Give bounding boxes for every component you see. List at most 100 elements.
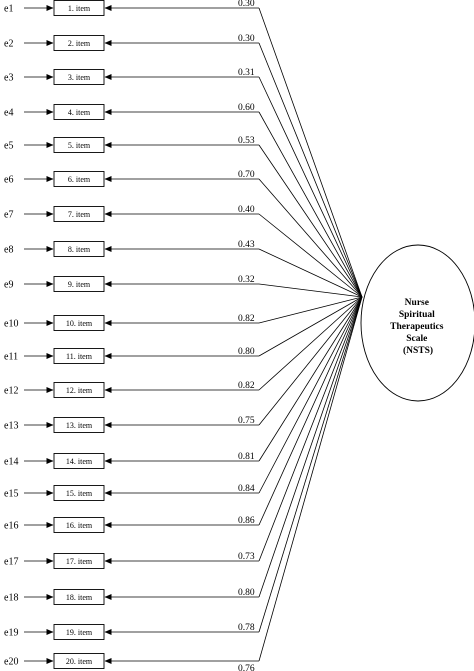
loading-value: 0.70 [238, 170, 255, 180]
loading-value: 0.80 [238, 588, 255, 598]
item-box [53, 171, 105, 187]
item-box [53, 553, 105, 569]
loading-path [258, 213, 363, 298]
item-label: 19. item [66, 628, 93, 637]
error-term-label: e15 [4, 489, 18, 500]
factor-label: Nurse Spiritual Therapeutics Scale (NSTS… [390, 298, 446, 356]
item-box [53, 137, 105, 153]
error-term-label: e2 [4, 39, 13, 50]
loading-path [258, 296, 363, 662]
loading-value: 0.32 [238, 275, 255, 285]
item-label: 17. item [66, 557, 93, 566]
loading-path [258, 296, 363, 562]
loading-value: 0.81 [238, 452, 255, 462]
item-box [53, 315, 105, 331]
loading-value: 0.76 [238, 664, 255, 671]
item-box [53, 624, 105, 640]
error-term-label: e6 [4, 175, 13, 186]
error-term-label: e13 [4, 421, 18, 432]
loading-path [258, 296, 363, 633]
loading-path [258, 248, 363, 298]
loading-value: 0.31 [238, 68, 255, 78]
loading-path [258, 296, 363, 357]
error-term-label: e16 [4, 521, 18, 532]
item-box [53, 104, 105, 120]
factor-label-line-2: Spiritual [399, 310, 435, 320]
item-label: 14. item [66, 457, 93, 466]
error-term-label: e7 [4, 210, 13, 221]
loading-path [258, 76, 363, 298]
item-label: 6. item [68, 175, 91, 184]
item-label: 2. item [68, 39, 91, 48]
item-label: 5. item [68, 141, 91, 150]
error-term-label: e18 [4, 593, 18, 604]
item-label: 20. item [66, 657, 93, 666]
loading-value: 0.30 [238, 0, 255, 9]
loading-value: 0.78 [238, 623, 255, 633]
loading-path [258, 296, 363, 391]
item-label: 12. item [66, 386, 93, 395]
error-term-label: e10 [4, 319, 18, 330]
factor-label-line-5: (NSTS) [403, 345, 433, 356]
loading-value: 0.60 [238, 103, 255, 113]
error-term-label: e11 [4, 352, 18, 363]
loading-value: 0.43 [238, 240, 255, 250]
item-box [53, 653, 105, 669]
item-label: 3. item [68, 73, 91, 82]
loading-path [258, 42, 363, 298]
item-box [53, 35, 105, 51]
item-box [53, 241, 105, 257]
error-term-label: e14 [4, 457, 18, 468]
loading-value: 0.86 [238, 516, 255, 526]
loading-path [258, 296, 363, 426]
loading-value: 0.84 [238, 484, 255, 494]
item-box [53, 348, 105, 364]
loading-value: 0.75 [238, 416, 255, 426]
loading-value: 0.30 [238, 34, 255, 44]
item-label: 4. item [68, 108, 91, 117]
error-term-label: e4 [4, 108, 13, 119]
item-label: 15. item [66, 489, 93, 498]
factor-ellipse [360, 244, 474, 402]
item-box [53, 517, 105, 533]
item-label: 13. item [66, 421, 93, 430]
error-term-label: e17 [4, 557, 18, 568]
error-term-label: e12 [4, 386, 18, 397]
factor-label-line-1: Nurse [405, 298, 429, 308]
item-box [53, 453, 105, 469]
item-box [53, 589, 105, 605]
item-box [53, 276, 105, 292]
error-term-label: e19 [4, 628, 18, 639]
loading-value: 0.80 [238, 347, 255, 357]
item-label: 18. item [66, 593, 93, 602]
loading-path [258, 296, 363, 526]
item-label: 9. item [68, 280, 91, 289]
error-term-label: e20 [4, 657, 18, 668]
item-box [53, 382, 105, 398]
loading-path [258, 296, 363, 598]
item-label: 10. item [66, 319, 93, 328]
factor-label-line-3: Therapeutics [390, 322, 444, 332]
factor-label-line-4: Scale [406, 334, 427, 344]
loading-path [258, 296, 363, 494]
loading-path [258, 296, 363, 462]
item-label: 8. item [68, 245, 91, 254]
item-box [53, 485, 105, 501]
loading-path [258, 7, 363, 298]
error-term-label: e5 [4, 141, 13, 152]
error-term-label: e8 [4, 245, 13, 256]
error-term-label: e9 [4, 280, 13, 291]
loading-path [258, 296, 363, 324]
loading-path [258, 111, 363, 298]
error-term-label: e3 [4, 73, 13, 84]
loading-value: 0.40 [238, 205, 255, 215]
loading-path [258, 144, 363, 298]
loading-value: 0.53 [238, 136, 255, 146]
loading-value: 0.82 [238, 314, 255, 324]
loading-value: 0.73 [238, 552, 255, 562]
item-label: 11. item [66, 352, 93, 361]
item-box [53, 206, 105, 222]
item-label: 16. item [66, 521, 93, 530]
